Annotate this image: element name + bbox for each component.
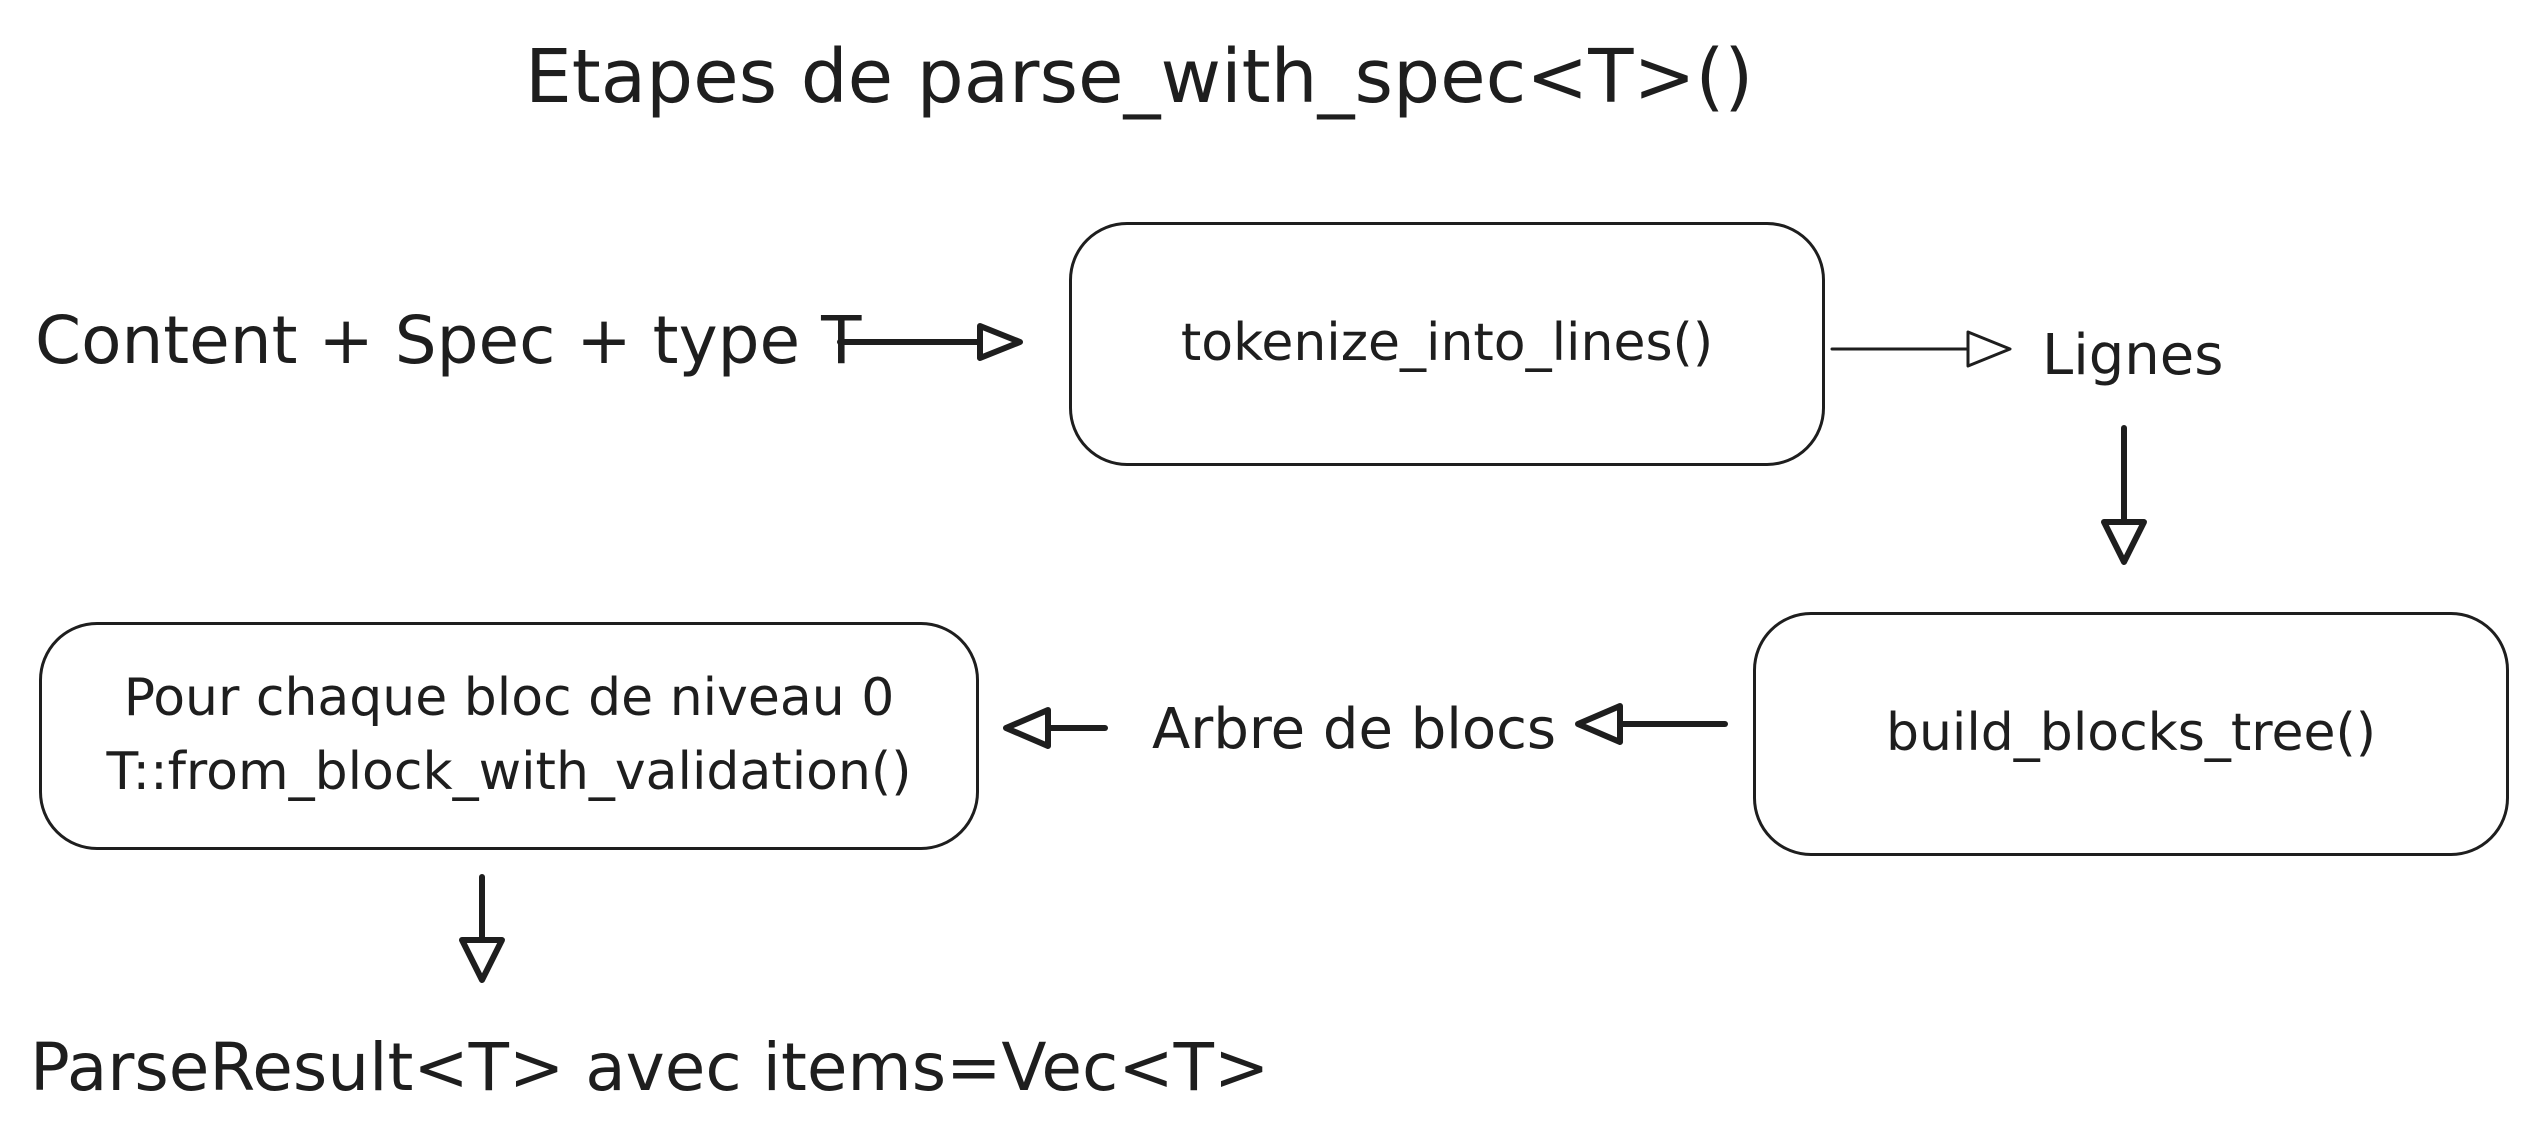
foreach-block-box: Pour chaque bloc de niveau 0 T::from_blo… — [39, 622, 979, 850]
tokenize-label: tokenize_into_lines() — [1180, 313, 1714, 374]
lines-label: Lignes — [2042, 323, 2224, 388]
foreach-line-1: Pour chaque bloc de niveau 0 — [123, 668, 895, 729]
arrow-foreach-to-result — [459, 874, 505, 983]
result-label: ParseResult<T> avec items=Vec<T> — [30, 1029, 1270, 1106]
build-tree-label: build_blocks_tree() — [1885, 703, 2377, 764]
foreach-line-2: T::from_block_with_validation() — [106, 742, 912, 802]
arrow-lines-to-build — [2101, 425, 2147, 565]
arrow-tree-to-foreach — [1003, 707, 1108, 749]
input-label: Content + Spec + type T — [35, 302, 862, 379]
arrow-input-to-tokenize — [837, 323, 1023, 361]
arrow-build-to-tree — [1575, 703, 1728, 745]
arrow-tokenize-to-lines — [1830, 330, 2012, 368]
block-tree-label: Arbre de blocs — [1152, 697, 1557, 762]
diagram-title: Etapes de parse_with_spec<T>() — [525, 34, 1754, 120]
tokenize-box: tokenize_into_lines() — [1069, 222, 1825, 466]
build-tree-box: build_blocks_tree() — [1753, 612, 2509, 856]
